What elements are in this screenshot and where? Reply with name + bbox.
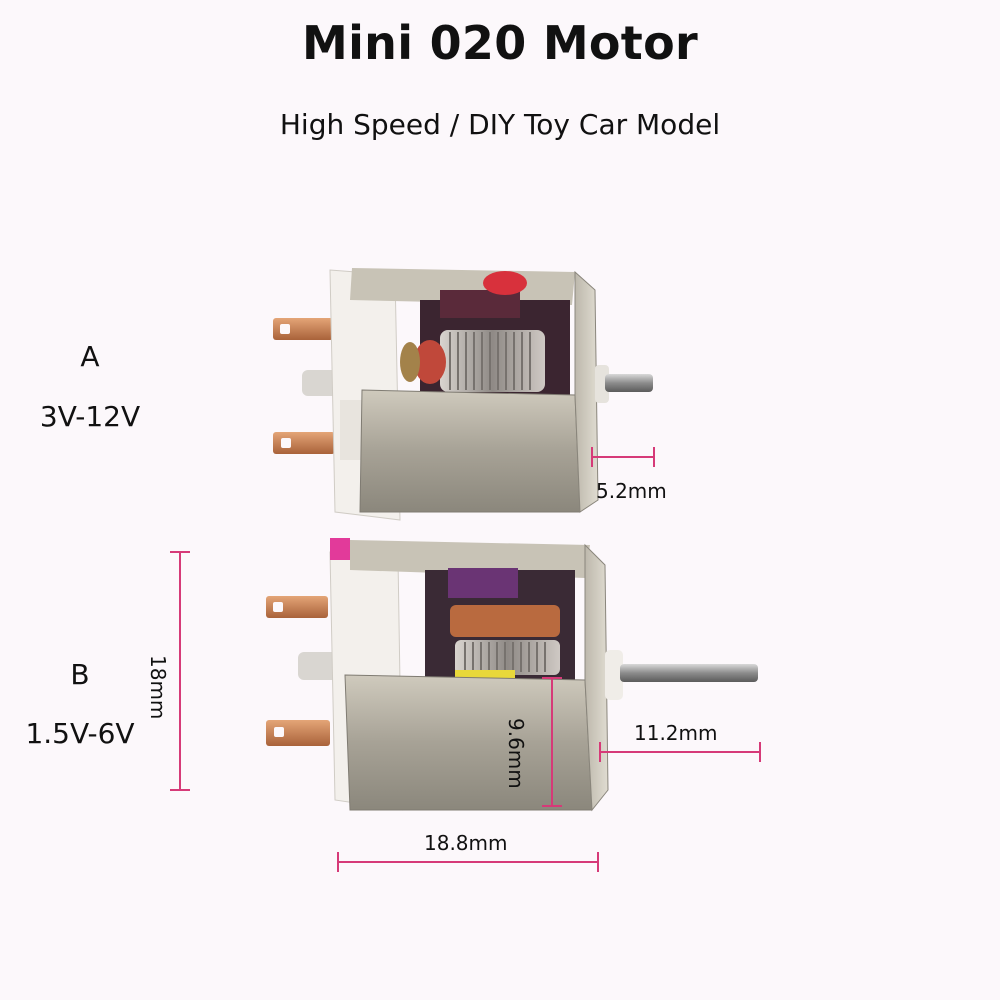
variant-a-letter: A: [80, 340, 100, 373]
motor-a-armature: [400, 330, 545, 392]
dim-height: 18mm: [146, 655, 170, 720]
motor-b-terminals: [266, 596, 338, 746]
dim-shaft-b: 11.2mm: [634, 721, 718, 745]
page-subtitle: High Speed / DIY Toy Car Model: [279, 108, 721, 141]
variant-b-voltage: 1.5V-6V: [25, 717, 135, 750]
dimension-lines: [170, 447, 761, 872]
motor-a: [273, 268, 653, 521]
dim-shaft-a: 5.2mm: [596, 479, 667, 503]
page-title: Mini 020 Motor: [302, 16, 698, 70]
variant-a-voltage: 3V-12V: [39, 400, 141, 433]
variant-b-letter: B: [70, 658, 90, 691]
motor-b: [266, 538, 758, 812]
motor-b-armature: [450, 605, 560, 684]
dim-width-b: 9.6mm: [504, 718, 528, 789]
dim-length: 18.8mm: [424, 831, 508, 855]
